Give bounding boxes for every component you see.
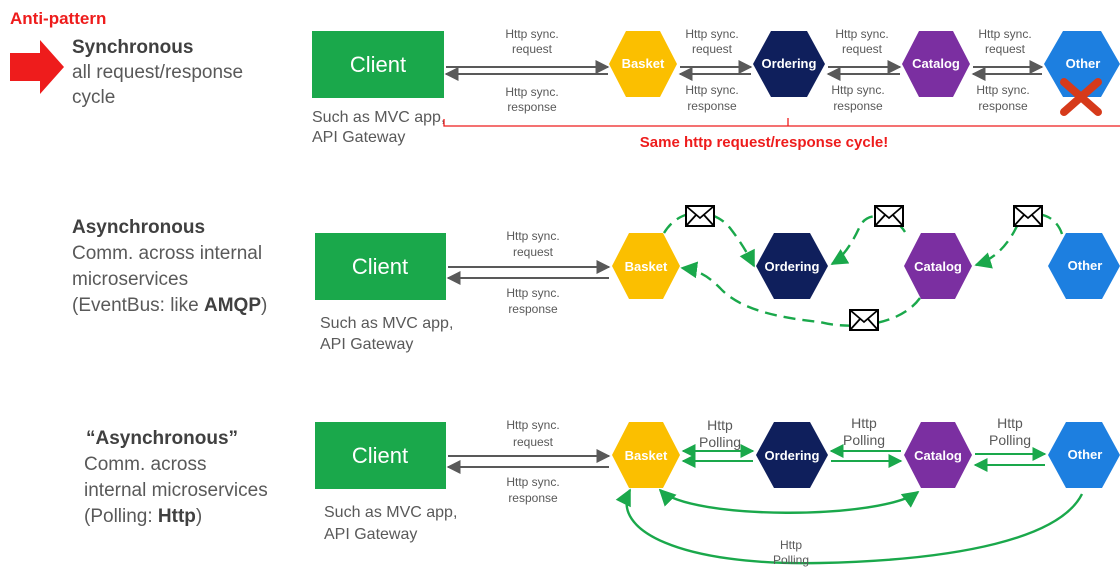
polling-label: Http [851, 415, 877, 431]
service-label: Ordering [765, 448, 820, 463]
service-label: Other [1066, 56, 1101, 71]
service-basket [612, 422, 680, 488]
polling-label: Polling [699, 434, 741, 450]
section-title: Synchronous [72, 37, 193, 58]
link-label: request [513, 435, 554, 449]
section-polling: “Asynchronous” Comm. across internal mic… [84, 415, 1120, 567]
link-label: request [692, 42, 733, 56]
anti-pattern-arrow-icon [10, 40, 64, 94]
link-label: Http sync. [506, 475, 559, 489]
service-label: Ordering [762, 56, 817, 71]
anti-pattern-label: Anti-pattern [10, 9, 106, 28]
section-title: “Asynchronous” [86, 428, 238, 449]
link-label: Http sync. [685, 27, 738, 41]
client-caption: API Gateway [324, 526, 417, 543]
client-caption: API Gateway [320, 336, 413, 353]
service-label: Other [1068, 258, 1103, 273]
link-label: response [508, 302, 558, 316]
link-label: response [978, 99, 1028, 113]
section-asynchronous: Asynchronous Comm. across internal micro… [72, 205, 1120, 353]
client-caption: API Gateway [312, 129, 405, 146]
service-label: Basket [625, 259, 668, 274]
envelope-icon [849, 309, 879, 331]
section-desc-line: all request/response [72, 62, 243, 83]
service-label: Catalog [912, 56, 960, 71]
section-desc-line: (Polling: Http) [84, 506, 202, 527]
link-label: Http sync. [976, 83, 1029, 97]
polling-label: Http [780, 538, 802, 552]
client-box [315, 422, 446, 489]
link-label: Http sync. [835, 27, 888, 41]
link-label: response [507, 100, 557, 114]
service-label: Basket [625, 448, 668, 463]
link-label: Http sync. [506, 229, 559, 243]
polling-arc-basket-catalog [658, 488, 920, 514]
failure-x-icon [1060, 78, 1102, 116]
polling-label: Http [997, 415, 1023, 431]
envelope-icon [685, 205, 715, 227]
section-desc-line: (EventBus: like AMQP) [72, 295, 267, 316]
event-path-other-catalog [974, 213, 1064, 269]
link-label: Http sync. [685, 83, 738, 97]
polling-arc-basket-other [615, 488, 1084, 565]
service-other [1048, 422, 1120, 488]
link-label: Http sync. [505, 85, 558, 99]
link-label: request [512, 42, 553, 56]
link-label: Http sync. [978, 27, 1031, 41]
client-caption: Such as MVC app, [324, 504, 457, 521]
event-path-basket-ordering [662, 211, 756, 268]
link-label: Http sync. [506, 286, 559, 300]
service-label: Catalog [914, 448, 962, 463]
client-label: Client [352, 254, 408, 279]
service-ordering [753, 31, 825, 97]
section-desc-line: cycle [72, 87, 115, 108]
client-box [312, 31, 444, 98]
link-label: Http sync. [505, 27, 558, 41]
client-box [315, 233, 446, 300]
service-label: Ordering [765, 259, 820, 274]
link-label: response [833, 99, 883, 113]
envelope-icon [1013, 205, 1043, 227]
cycle-bracket [443, 118, 1120, 127]
client-label: Client [352, 443, 408, 468]
section-desc-line: internal microservices [84, 480, 268, 501]
service-catalog [904, 422, 972, 488]
polling-label: Polling [989, 432, 1031, 448]
polling-label: Polling [773, 553, 809, 567]
client-label: Client [350, 52, 406, 77]
service-catalog [902, 31, 970, 97]
service-ordering [756, 233, 828, 299]
client-caption: Such as MVC app, [320, 315, 453, 332]
service-label: Catalog [914, 259, 962, 274]
section-desc-line: Comm. across internal [72, 243, 262, 264]
section-title: Asynchronous [72, 217, 205, 238]
polling-label: Http [707, 417, 733, 433]
cycle-bracket-label: Same http request/response cycle! [640, 134, 888, 151]
link-label: request [513, 245, 554, 259]
section-desc-line: Comm. across [84, 454, 206, 475]
polling-label: Polling [843, 432, 885, 448]
service-label: Basket [622, 56, 665, 71]
link-label: request [842, 42, 883, 56]
link-label: Http sync. [831, 83, 884, 97]
service-ordering [756, 422, 828, 488]
link-label: response [508, 491, 558, 505]
link-label: Http sync. [506, 418, 559, 432]
service-catalog [904, 233, 972, 299]
section-desc-line: microservices [72, 269, 188, 290]
service-other [1048, 233, 1120, 299]
service-basket [612, 233, 680, 299]
link-label: response [687, 99, 737, 113]
envelope-icon [874, 205, 904, 227]
section-synchronous: Synchronous all request/response cycle C… [72, 27, 1120, 151]
service-label: Other [1068, 447, 1103, 462]
link-label: request [985, 42, 1026, 56]
client-caption: Such as MVC app, [312, 109, 445, 126]
service-basket [609, 31, 677, 97]
